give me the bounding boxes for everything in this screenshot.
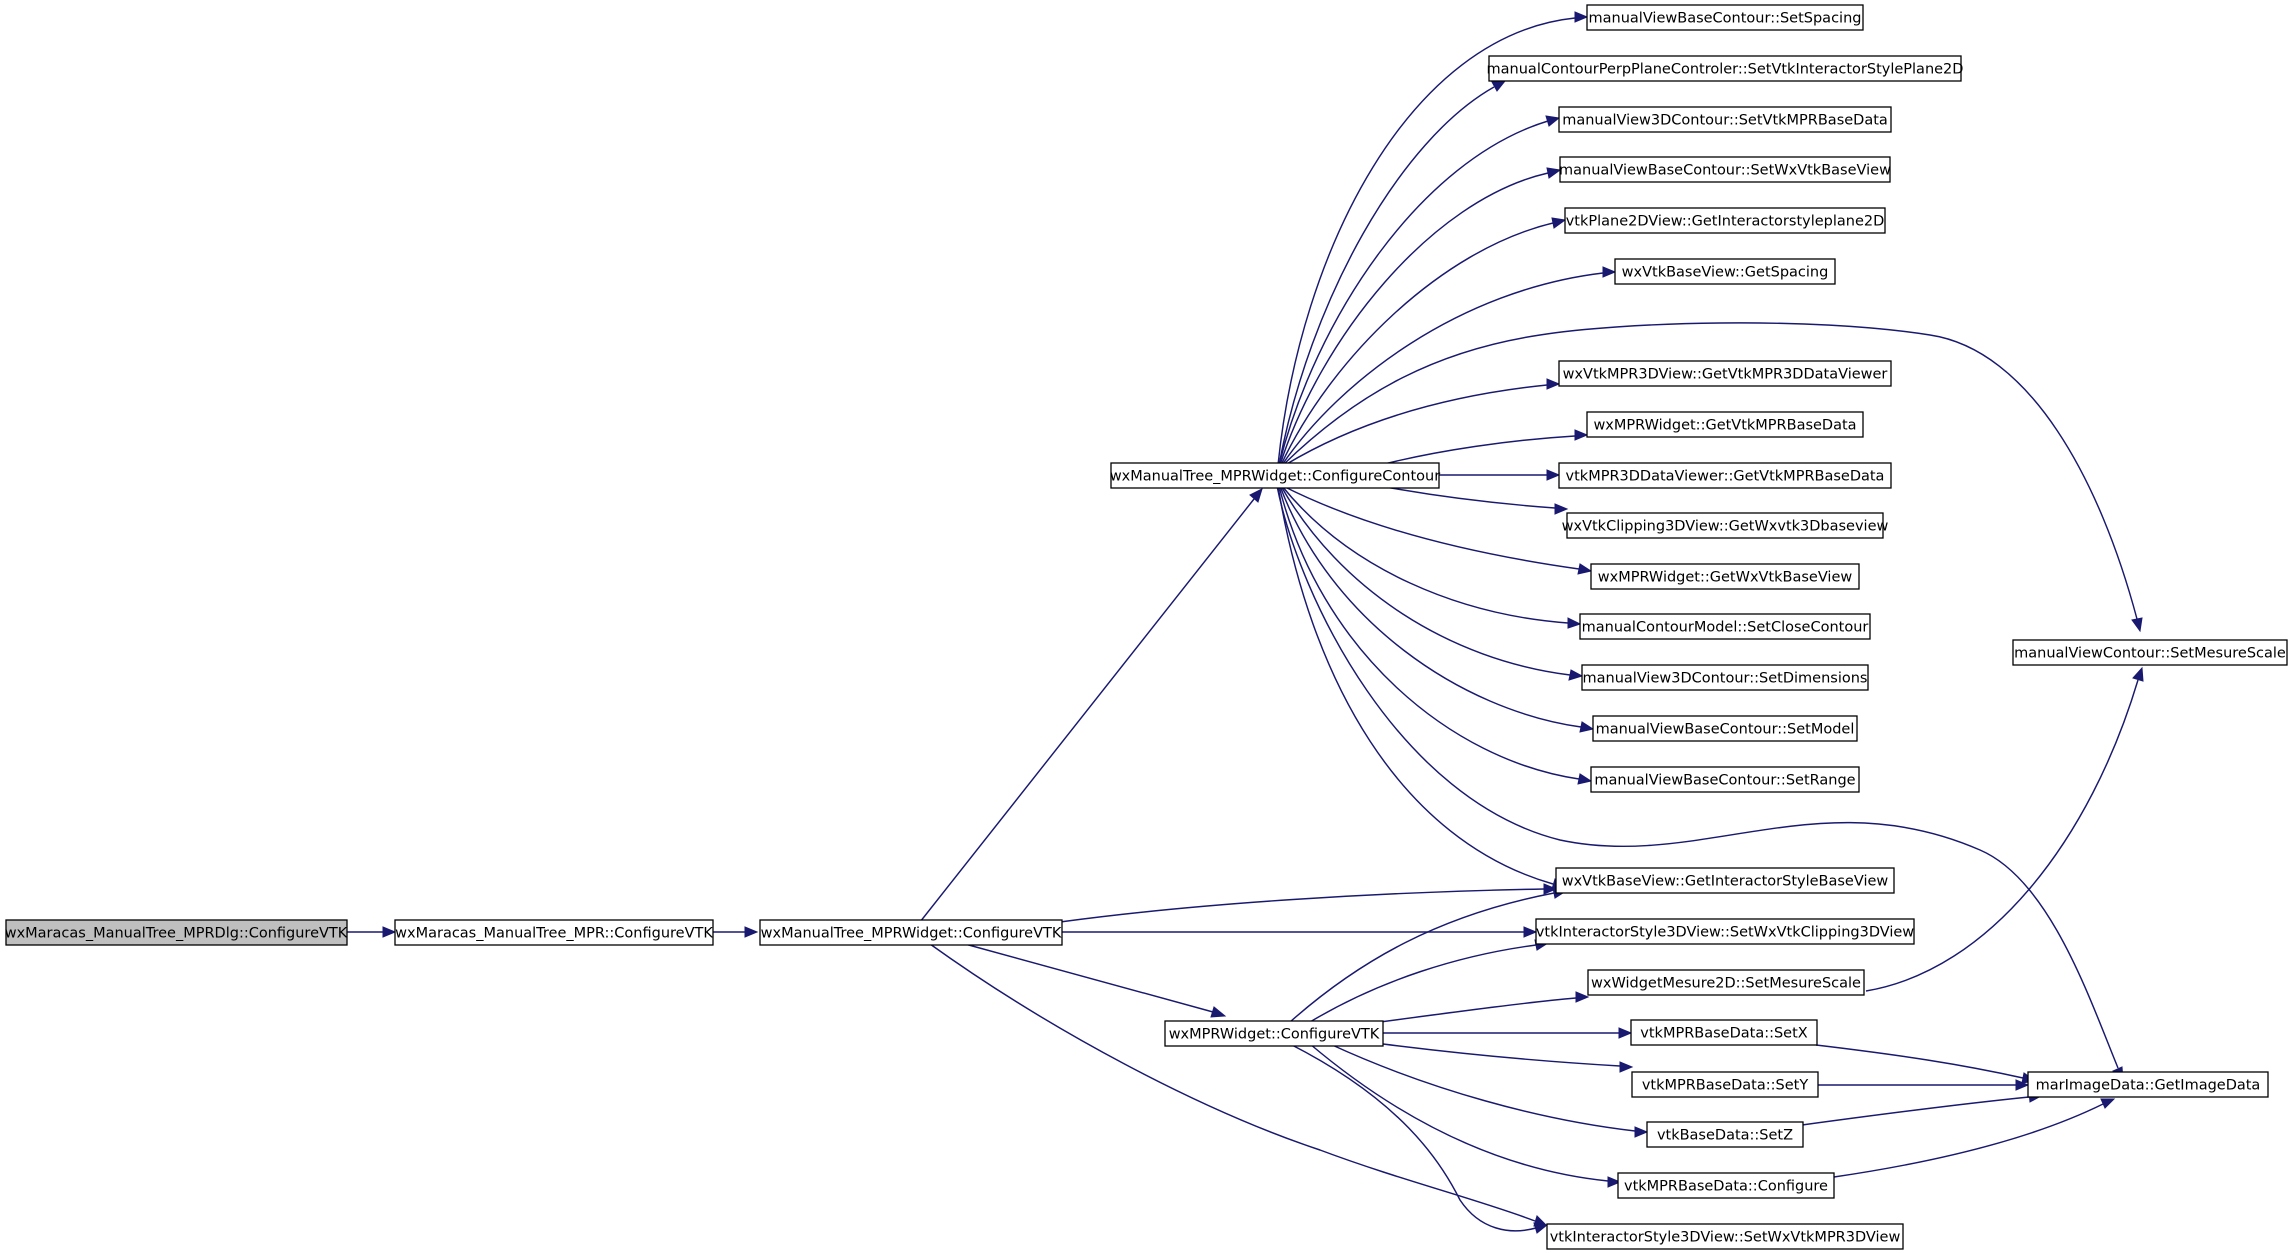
node-manualviewbasecontour-setrange[interactable]: manualViewBaseContour::SetRange	[1590, 766, 1860, 793]
edge-configure-to-getimage	[1833, 1098, 2116, 1178]
edge-contour-to-viewergetbase	[1438, 469, 1561, 481]
edge-mtree-mpr-to-mtw-vtk	[713, 926, 759, 938]
node-label: vtkPlane2DView::GetInteractorstyleplane2…	[1566, 214, 1885, 230]
edge-mprvtk-to-setmpr3d	[1289, 1043, 1549, 1234]
node-wxvtkbaseview-getspacing[interactable]: wxVtkBaseView::GetSpacing	[1614, 258, 1836, 285]
edge-contour-to-setspacing	[1277, 11, 1589, 466]
node-manualviewbasecontour-setwxvtkbaseview[interactable]: manualViewBaseContour::SetWxVtkBaseView	[1559, 156, 1891, 183]
node-label: vtkMPRBaseData::Configure	[1624, 1179, 1828, 1195]
node-label: vtkInteractorStyle3DView::SetWxVtkMPR3DV…	[1550, 1230, 1901, 1246]
node-perpplanecontroler-setinteractorstyle[interactable]: manualContourPerpPlaneControler::SetVtkI…	[1487, 55, 1964, 82]
node-interactorstyle3dview-setwxvtkmpr3dview[interactable]: vtkInteractorStyle3DView::SetWxVtkMPR3DV…	[1546, 1223, 1904, 1250]
node-label: wxMPRWidget::ConfigureVTK	[1169, 1027, 1380, 1043]
edge-setx-to-getimage	[1815, 1044, 2037, 1084]
node-wxvtkclipping3dview-getwxvtk3dbaseview[interactable]: wxVtkClipping3DView::GetWxvtk3Dbaseview	[1562, 512, 1889, 539]
node-label: vtkMPRBaseData::SetY	[1642, 1078, 1809, 1094]
node-marimagedata-getimagedata[interactable]: marImageData::GetImageData	[2027, 1071, 2269, 1098]
edge-mprvtk-to-wmsetscale	[1379, 991, 1590, 1023]
node-wxvtkmpr3dview-getvtkmpr3ddataviewer[interactable]: wxVtkMPR3DView::GetVtkMPR3DDataViewer	[1558, 360, 1892, 387]
edge-contour-to-mprgetbase	[1379, 429, 1589, 466]
node-label: vtkInteractorStyle3DView::SetWxVtkClippi…	[1536, 925, 1914, 941]
edge-contour-to-get3dviewer	[1284, 378, 1561, 466]
node-label: wxVtkClipping3DView::GetWxvtk3Dbaseview	[1562, 519, 1889, 535]
node-label: manualViewBaseContour::SetModel	[1596, 722, 1855, 738]
edge-sety-to-getimage	[1818, 1079, 2030, 1091]
node-label: manualViewBaseContour::SetSpacing	[1589, 11, 1862, 27]
edge-mtw-vtk-to-setclip3d	[1062, 926, 1538, 938]
edge-contour-to-mvcsetscale	[1282, 322, 2143, 633]
node-vtkmprbasedata-sety[interactable]: vtkMPRBaseData::SetY	[1631, 1071, 1819, 1098]
node-wxwidgetmesure2d-setmesurescale[interactable]: wxWidgetMesure2D::SetMesureScale	[1587, 969, 1865, 996]
node-wxvtkbaseview-getinteractorstylebaseview[interactable]: wxVtkBaseView::GetInteractorStyleBaseVie…	[1555, 867, 1895, 894]
node-label: vtkMPR3DDataViewer::GetVtkMPRBaseData	[1566, 469, 1885, 485]
node-vtkmprbasedata-configure[interactable]: vtkMPRBaseData::Configure	[1617, 1172, 1835, 1199]
edge-mprvtk-to-setx	[1383, 1027, 1633, 1039]
node-label: vtkBaseData::SetZ	[1657, 1128, 1793, 1144]
node-vtkmprbasedata-setx[interactable]: vtkMPRBaseData::SetX	[1630, 1019, 1818, 1046]
edge-mtw-vtk-to-mpr-vtk	[964, 943, 1227, 1018]
edge-mprvtk-to-setclip3d	[1309, 939, 1550, 1023]
node-label: wxVtkMPR3DView::GetVtkMPR3DDataViewer	[1563, 367, 1888, 383]
node-manualviewbasecontour-setmodel[interactable]: manualViewBaseContour::SetModel	[1592, 715, 1858, 742]
edge-mprvtk-to-sety	[1382, 1043, 1634, 1073]
edge-contour-to-clipgetwx	[1379, 485, 1569, 515]
edge-mprvtk-to-getstylebase	[1289, 887, 1568, 1023]
edge-contour-to-getstylebase	[1277, 485, 1567, 890]
node-manualtree-mpr-configurevtk[interactable]: wxMaracas_ManualTree_MPR::ConfigureVTK	[394, 919, 714, 946]
node-mprwidget-configurevtk[interactable]: wxMPRWidget::ConfigureVTK	[1164, 1020, 1384, 1047]
edge-contour-to-3dsetbase	[1278, 115, 1561, 466]
node-wxmprwidget-getvtkmprbasedata[interactable]: wxMPRWidget::GetVtkMPRBaseData	[1586, 411, 1864, 438]
edge-contour-to-mprgetwx	[1282, 485, 1593, 575]
node-label: manualViewBaseContour::SetWxVtkBaseView	[1559, 163, 1891, 179]
node-root-configurevtk[interactable]: wxMaracas_ManualTree_MPRDlg::ConfigureVT…	[5, 919, 348, 946]
call-edges	[347, 11, 2144, 1234]
edge-setz-to-getimage	[1801, 1091, 2043, 1126]
node-vtkmpr3ddataviewer-getvtkmprbasedata[interactable]: vtkMPR3DDataViewer::GetVtkMPRBaseData	[1558, 462, 1892, 489]
edge-contour-to-setclose	[1281, 485, 1582, 629]
node-vtkplane2dview-getinteractorstyleplane2d[interactable]: vtkPlane2DView::GetInteractorstyleplane2…	[1564, 207, 1886, 234]
edge-wmsetscale-to-mvcsetscale	[1865, 666, 2144, 992]
edge-contour-to-getspacing	[1281, 266, 1617, 466]
node-label: manualViewBaseContour::SetRange	[1594, 773, 1855, 789]
edge-mtw-vtk-to-setmpr3d	[929, 943, 1548, 1227]
node-label: wxVtkBaseView::GetInteractorStyleBaseVie…	[1562, 874, 1889, 890]
node-label: manualContourPerpPlaneControler::SetVtkI…	[1487, 62, 1964, 78]
node-label: vtkMPRBaseData::SetX	[1640, 1026, 1808, 1042]
node-label: manualView3DContour::SetVtkMPRBaseData	[1562, 113, 1888, 129]
edge-mprvtk-to-setz	[1329, 1043, 1649, 1138]
node-vtkbasedata-setz[interactable]: vtkBaseData::SetZ	[1646, 1121, 1804, 1148]
node-label: wxMPRWidget::GetWxVtkBaseView	[1598, 570, 1853, 586]
edge-contour-to-getinter2d	[1280, 217, 1567, 466]
edge-contour-to-setdims	[1280, 485, 1584, 681]
node-label: manualView3DContour::SetDimensions	[1583, 671, 1868, 687]
edge-contour-to-setrange	[1278, 485, 1593, 785]
node-manualview3dcontour-setvtkmprbasedata[interactable]: manualView3DContour::SetVtkMPRBaseData	[1558, 106, 1892, 133]
edge-root-to-mtree-mpr	[347, 926, 397, 938]
node-wxmprwidget-getwxvtkbaseview[interactable]: wxMPRWidget::GetWxVtkBaseView	[1590, 563, 1860, 590]
node-label: marImageData::GetImageData	[2036, 1078, 2261, 1094]
node-label: wxMPRWidget::GetVtkMPRBaseData	[1593, 418, 1856, 434]
node-manualviewcontour-setmesurescale[interactable]: manualViewContour::SetMesureScale	[2012, 639, 2288, 666]
node-interactorstyle3dview-setwxvtkclipping3dview[interactable]: vtkInteractorStyle3DView::SetWxVtkClippi…	[1535, 918, 1915, 945]
function-nodes: wxMaracas_ManualTree_MPRDlg::ConfigureVT…	[5, 4, 2288, 1250]
node-label: wxMaracas_ManualTree_MPR::ConfigureVTK	[395, 926, 713, 942]
edge-mtw-vtk-to-mtw-contour	[919, 488, 1263, 923]
node-label: wxManualTree_MPRWidget::ConfigureVTK	[761, 926, 1062, 942]
node-label: manualViewContour::SetMesureScale	[2014, 646, 2286, 662]
node-manualview3dcontour-setdimensions[interactable]: manualView3DContour::SetDimensions	[1581, 664, 1869, 691]
node-label: wxWidgetMesure2D::SetMesureScale	[1591, 976, 1861, 992]
edge-contour-to-setwxvtk	[1279, 167, 1562, 466]
edge-mtw-vtk-to-getstylebase	[1059, 883, 1558, 923]
node-manualtree-mprwidget-configurevtk[interactable]: wxManualTree_MPRWidget::ConfigureVTK	[759, 919, 1063, 946]
node-label: wxMaracas_ManualTree_MPRDlg::ConfigureVT…	[5, 926, 348, 942]
node-label: manualContourModel::SetCloseContour	[1582, 620, 1869, 636]
node-label: wxVtkBaseView::GetSpacing	[1622, 265, 1829, 281]
node-manualtree-mprwidget-configurecontour[interactable]: wxManualTree_MPRWidget::ConfigureContour	[1110, 462, 1440, 489]
node-manualviewbasecontour-setspacing[interactable]: manualViewBaseContour::SetSpacing	[1586, 4, 1864, 31]
edge-contour-to-setmodel	[1279, 485, 1595, 733]
node-manualcontourmodel-setclosecontour[interactable]: manualContourModel::SetCloseContour	[1579, 613, 1871, 640]
edge-mprvtk-to-configure	[1309, 1043, 1622, 1188]
node-label: wxManualTree_MPRWidget::ConfigureContour	[1110, 469, 1440, 485]
